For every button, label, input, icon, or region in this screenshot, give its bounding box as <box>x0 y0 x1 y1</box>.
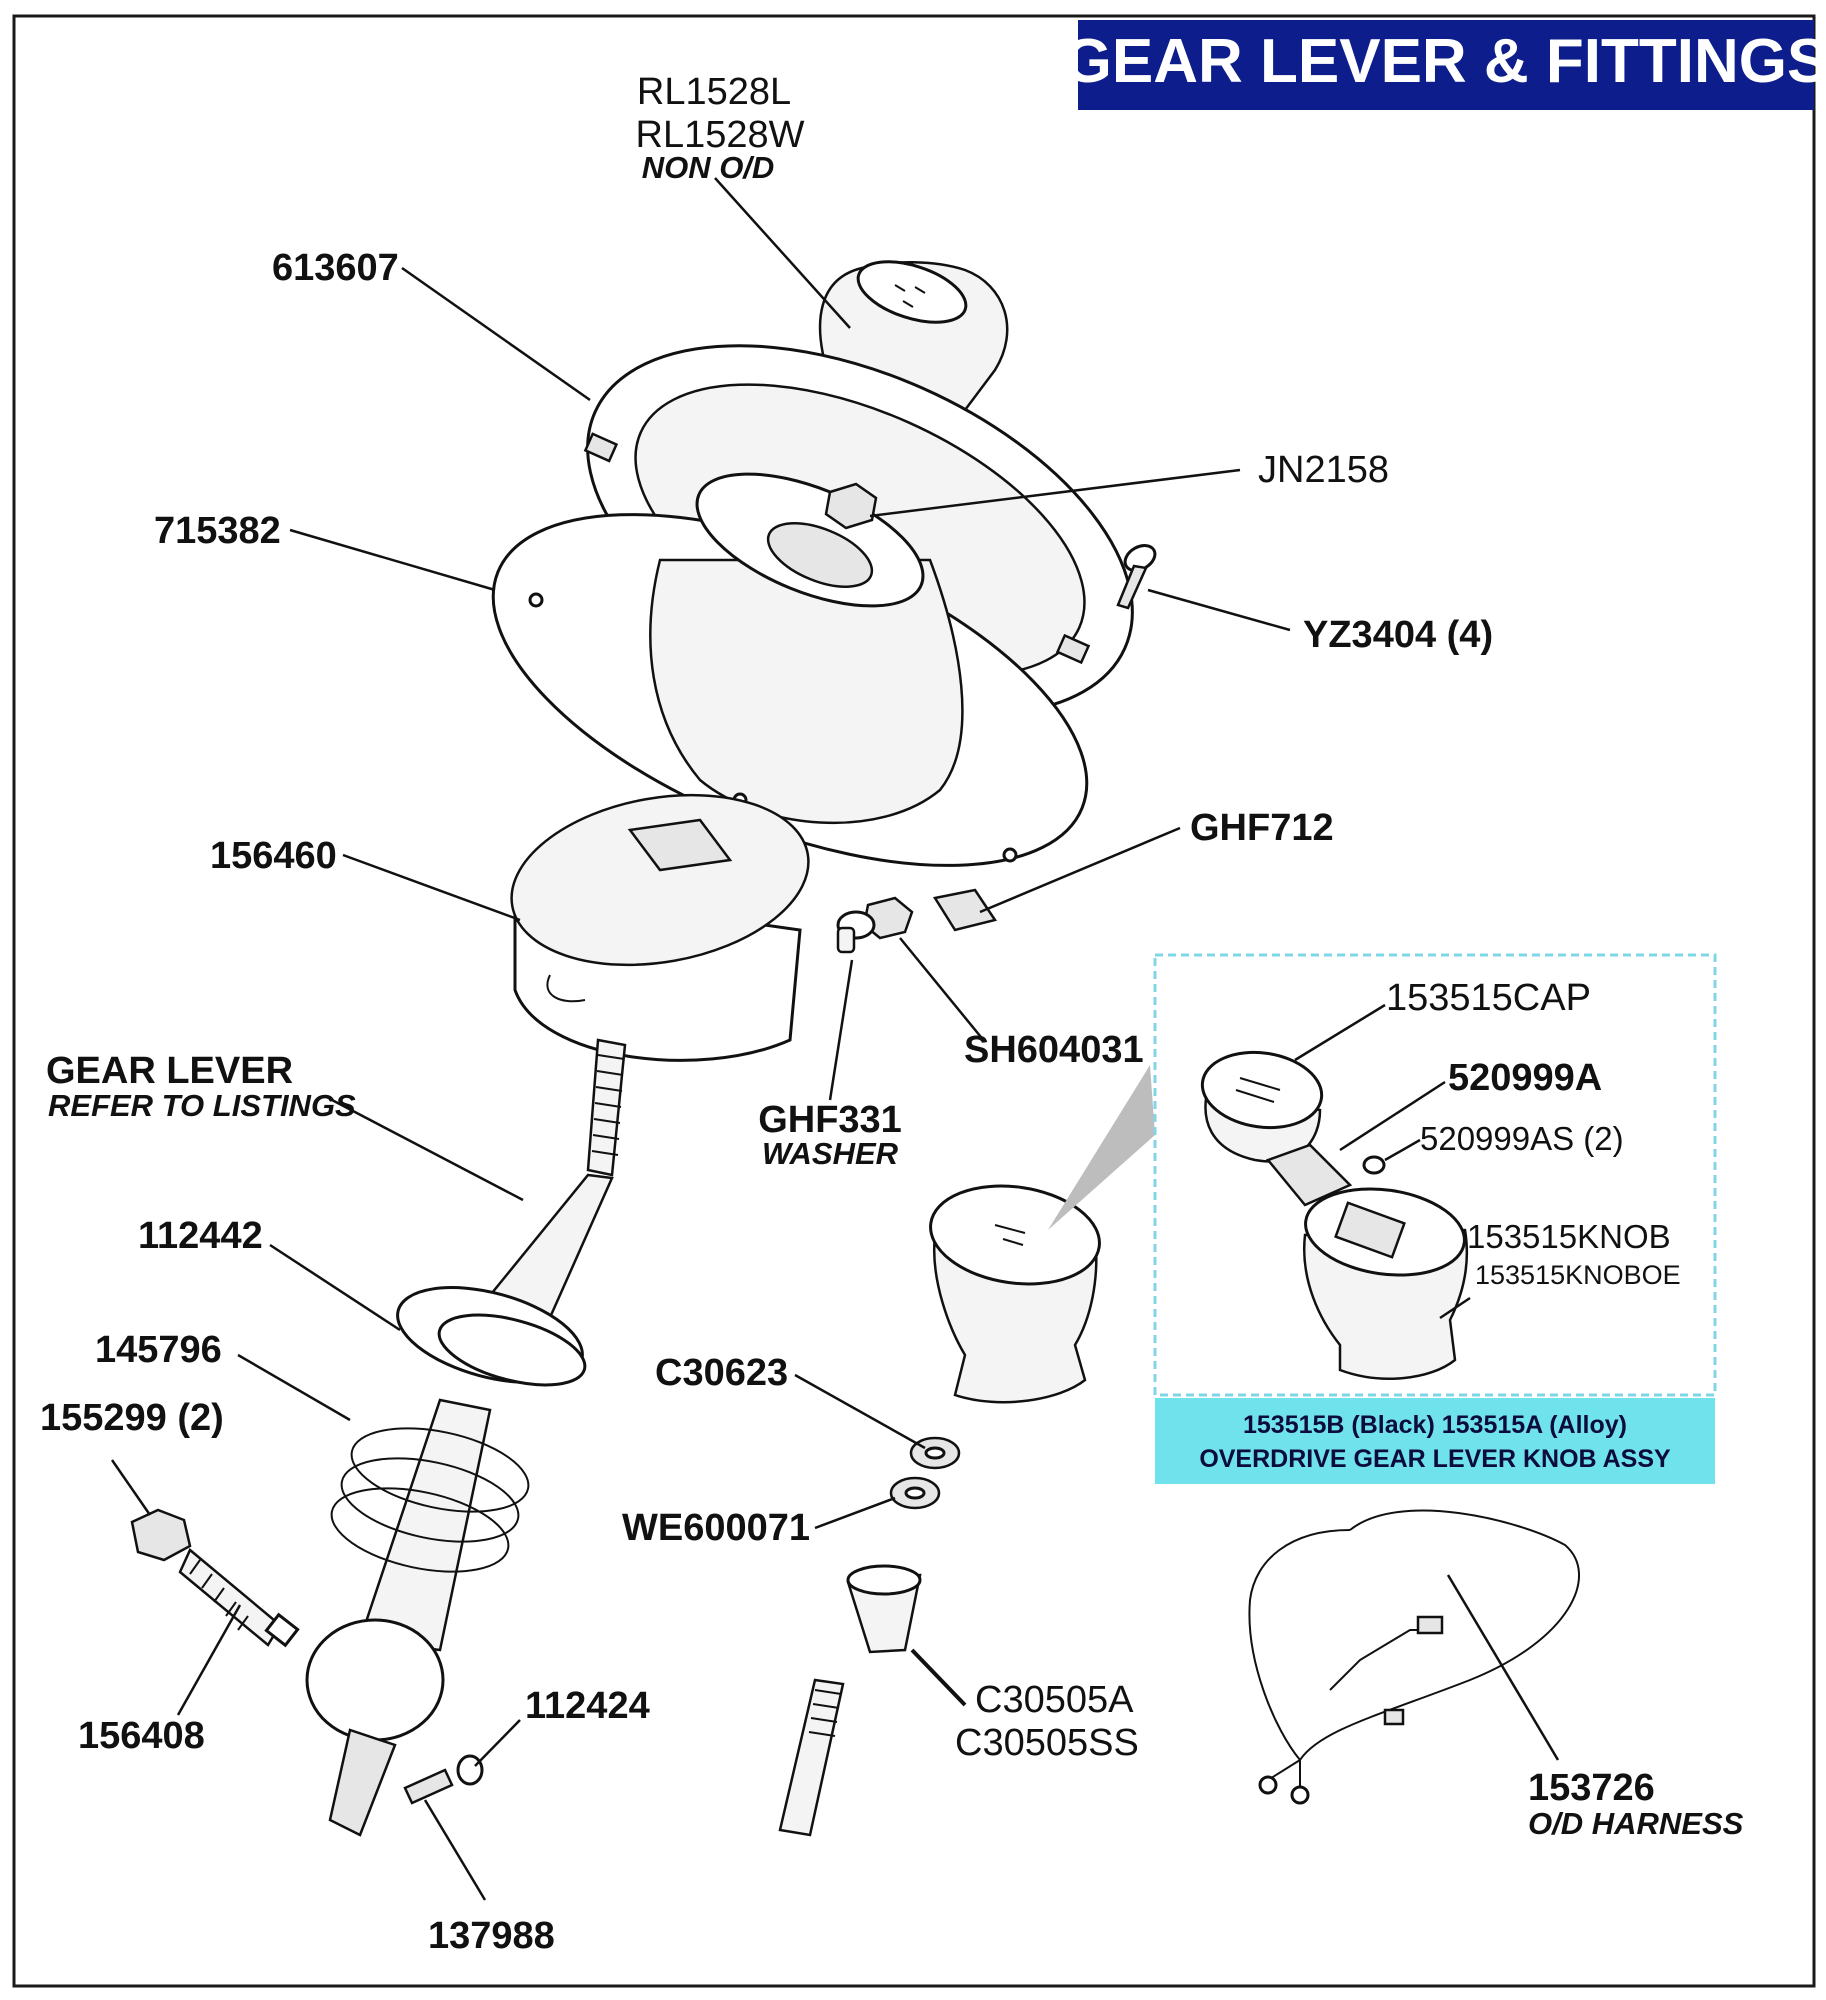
screw-drawing <box>1116 544 1157 610</box>
inset-border <box>1153 953 1717 1397</box>
label-rl1528w: RL1528W <box>636 114 805 156</box>
harness-drawing <box>1248 1509 1580 1805</box>
label-153515cap: 153515CAP <box>1386 977 1591 1019</box>
diagram-frame <box>12 14 1816 1988</box>
note-od-harness: O/D HARNESS <box>1528 1806 1744 1841</box>
leader-lines <box>110 177 1560 1901</box>
bolt-washer-drawing <box>836 896 914 954</box>
gaiter-boot-drawing <box>491 472 1089 867</box>
label-155299: 155299 (2) <box>40 1397 224 1439</box>
label-145796: 145796 <box>95 1329 222 1371</box>
title-banner: GEAR LEVER & FITTINGS <box>1064 20 1826 110</box>
label-156460: 156460 <box>210 835 337 877</box>
clip-drawing <box>932 888 998 932</box>
plunger-spring-drawing <box>403 1754 484 1805</box>
gear-lever-drawing <box>305 1038 627 1837</box>
note-non-od: NON O/D <box>642 150 775 185</box>
page-title: GEAR LEVER & FITTINGS <box>1064 27 1826 96</box>
label-c30505ss: C30505SS <box>955 1722 1139 1764</box>
note-refer-to-listings: REFER TO LISTINGS <box>48 1088 356 1123</box>
label-we600071: WE600071 <box>622 1507 810 1549</box>
label-613607: 613607 <box>272 247 399 289</box>
inset-title-line1: 153515B (Black) 153515A (Alloy) <box>1243 1411 1627 1439</box>
label-ghf331: GHF331 <box>758 1099 902 1141</box>
label-jn2158: JN2158 <box>1258 449 1389 491</box>
label-112424: 112424 <box>525 1685 650 1727</box>
knob-c30505-drawing <box>778 1564 922 1837</box>
label-156408: 156408 <box>78 1715 205 1757</box>
label-ghf712: GHF712 <box>1190 807 1334 849</box>
label-153726: 153726 <box>1528 1767 1655 1809</box>
nut-washer-drawing <box>889 1436 961 1510</box>
label-153515knob: 153515KNOB <box>1467 1218 1671 1255</box>
label-520999as: 520999AS (2) <box>1420 1120 1624 1157</box>
label-715382: 715382 <box>154 510 281 552</box>
inset-band <box>1155 1398 1715 1484</box>
inset-callout <box>1048 1065 1155 1230</box>
inset-title-line2: OVERDRIVE GEAR LEVER KNOB ASSY <box>1199 1445 1671 1473</box>
nut-stud-drawing <box>130 1508 300 1648</box>
label-137988: 137988 <box>428 1915 555 1957</box>
label-c30505a: C30505A <box>975 1679 1134 1721</box>
label-153515knoboe: 153515KNOBOE <box>1475 1260 1681 1290</box>
label-c30623: C30623 <box>655 1352 788 1394</box>
note-washer: WASHER <box>762 1136 899 1171</box>
label-520999a: 520999A <box>1448 1057 1602 1099</box>
cover-drawing <box>510 793 810 1062</box>
title-background <box>1078 20 1814 110</box>
label-yz3404: YZ3404 (4) <box>1303 614 1493 656</box>
label-gear-lever: GEAR LEVER <box>46 1050 293 1092</box>
inset-panel: 153515B (Black) 153515A (Alloy) OVERDRIV… <box>1153 953 1717 1484</box>
label-sh604031: SH604031 <box>964 1029 1144 1071</box>
part-labels: RL1528L RL1528W NON O/D 613607 JN2158 71… <box>40 71 1744 1957</box>
overdrive-knob-drawing <box>929 1184 1101 1404</box>
label-rl1528l: RL1528L <box>637 71 791 113</box>
label-112442: 112442 <box>138 1215 263 1257</box>
